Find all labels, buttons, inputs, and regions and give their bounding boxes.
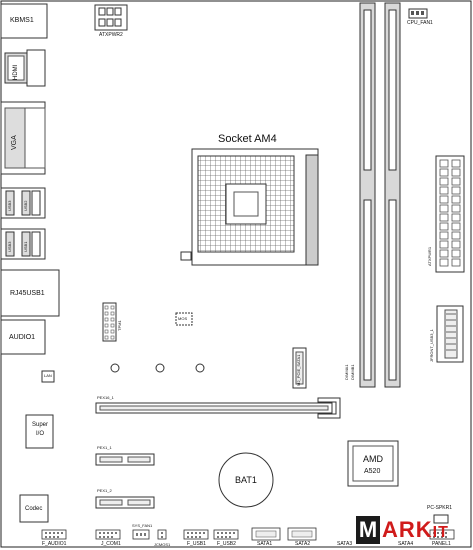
kbms-port (0, 3, 48, 39)
super-io-chip (25, 414, 54, 449)
j-com-header (95, 529, 121, 540)
kbms-label: KBMS1 (10, 17, 34, 24)
sata2-label: SATA2 (295, 541, 311, 547)
codec-label: Codec (25, 506, 43, 512)
tpm-label: TPM1 (117, 320, 122, 331)
tpm-header (102, 302, 117, 342)
lan-label: LAN (44, 373, 52, 378)
amd-label: AMD (363, 454, 383, 464)
rj45-label: RJ45USB1 (10, 290, 45, 297)
usb-stack-2 (0, 228, 46, 260)
pex1-1-label: PEX1_1 (97, 445, 112, 450)
dimma-label: DIMMA1 (344, 364, 349, 380)
j-com-label: J_COM1 (101, 541, 121, 547)
superio-label: Super I/O (31, 422, 48, 437)
lan-chip (41, 370, 55, 383)
sata3-label: SATA3 (337, 541, 353, 547)
jcmos-header (157, 529, 167, 540)
logo-text: ARKIT (382, 516, 449, 547)
standoff (195, 363, 205, 373)
jcmos-label: JCMOS1 (154, 542, 171, 547)
jfront-usb3-header (436, 305, 464, 363)
logo-mark: M (356, 516, 380, 544)
sata4-label: SATA4 (398, 541, 414, 547)
m2-label: M2_PCIE_SATA1 (296, 354, 301, 386)
codec-chip (19, 494, 49, 523)
dimm-slot-b (384, 2, 401, 388)
pex16-slot (95, 397, 341, 419)
panel-header (429, 529, 455, 540)
f-usb2-label: F_USB2 (217, 541, 236, 547)
atxpwr1-connector (435, 155, 465, 273)
rj45-port (0, 269, 60, 317)
pc-spkr-label: PC-SPKR1 (427, 505, 453, 511)
cpu-socket (180, 148, 319, 266)
standoff (155, 363, 165, 373)
mos-chip (175, 312, 193, 326)
f-usb1-header (183, 529, 209, 540)
hdmi-label: HDMI (13, 64, 19, 80)
pex1-2-slot (95, 496, 155, 509)
atxpwr1-label: ATXPWR1 (427, 246, 432, 266)
cpu-fan-label: CPU_FAN1 (407, 20, 433, 26)
vga-label: VGA (11, 135, 18, 150)
mos-label: MOS (178, 316, 188, 321)
sata1-label: SATA1 (257, 541, 273, 547)
m2-slot (292, 347, 307, 389)
a520-label: A520 (364, 468, 381, 475)
jfront-label: JFRONT_USB3_1 (429, 329, 434, 362)
usb3-label: USB3 (7, 200, 12, 211)
pc-speaker-header (433, 514, 449, 524)
f-usb2-header (213, 529, 239, 540)
dimm-slot-a (359, 2, 376, 388)
bat-label: BAT1 (235, 475, 257, 485)
usb3-label-2: USB3 (7, 241, 12, 252)
standoff (110, 363, 120, 373)
logo-word: ARK (382, 517, 433, 542)
audio-label: AUDIO1 (9, 334, 36, 341)
pex1-2-label: PEX1_2 (97, 488, 112, 493)
pex16-label: PEX16_1 (97, 395, 114, 400)
audio-port (0, 319, 46, 355)
usb2-label: USB2 (23, 200, 28, 211)
chipset (347, 440, 399, 487)
cpu-fan-header (408, 8, 428, 19)
atxpwr2-connector (94, 4, 128, 31)
f-audio-label: F_AUDIO1 (42, 541, 67, 547)
usb1-label: USB1 (23, 241, 28, 252)
f-audio-header (41, 529, 67, 540)
pex1-1-slot (95, 453, 155, 466)
usb-stack-1 (0, 187, 46, 219)
logo-suffix: IT (432, 524, 449, 541)
panel-label: PANEL1 (432, 541, 451, 547)
socket-label: Socket AM4 (218, 133, 277, 145)
dimmb-label: DIMMB1 (350, 364, 355, 380)
battery (218, 452, 274, 508)
f-usb1-label: F_USB1 (187, 541, 206, 547)
sys-fan-label: SYS_FAN1 (132, 523, 153, 528)
atxpwr2-label: ATXPWR2 (99, 32, 123, 38)
